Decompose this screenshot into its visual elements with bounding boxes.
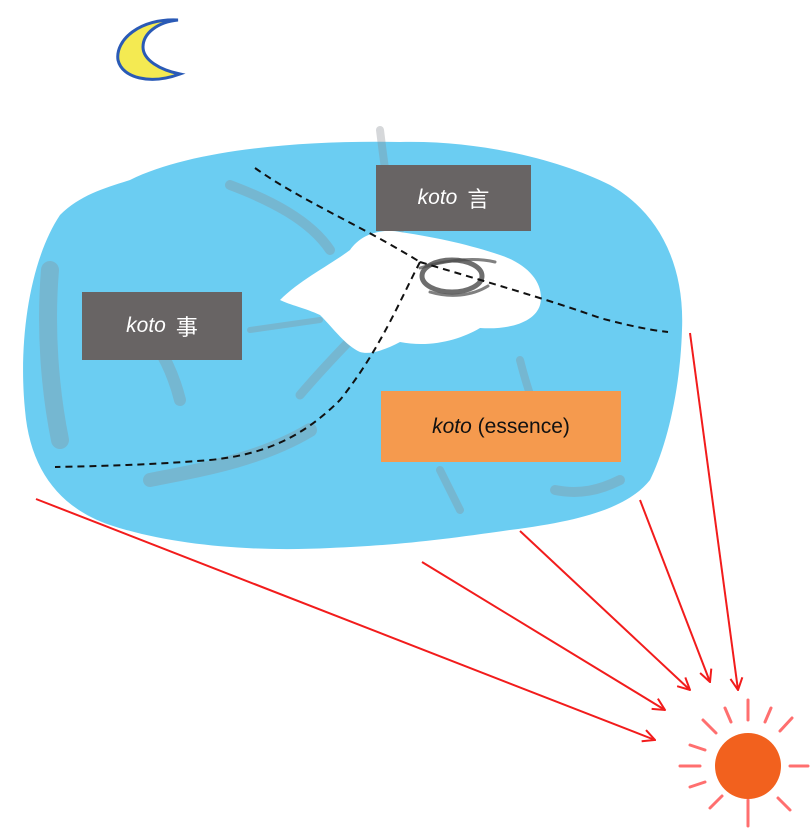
kanji-koto-words: 言 xyxy=(467,188,490,213)
kanji-koto-things: 事 xyxy=(175,316,198,341)
crescent-moon-icon xyxy=(116,18,186,81)
koto-words-box: koto 言 xyxy=(376,165,531,231)
koto-word-label: koto xyxy=(432,414,472,438)
dashed-line-top-left xyxy=(254,167,421,263)
arrow-far-left xyxy=(35,498,655,740)
koto-word-label: koto xyxy=(126,314,166,337)
dashed-line-right xyxy=(419,261,669,333)
arrow-mid-left xyxy=(421,561,665,710)
arrow-mid-right xyxy=(639,499,710,682)
koto-word-label: koto xyxy=(417,186,458,209)
koto-things-box: koto 事 xyxy=(82,292,242,360)
white-center-patch xyxy=(280,230,541,353)
central-knot xyxy=(418,257,497,297)
koto-essence-box: koto (essence) xyxy=(381,391,621,462)
arrow-mid xyxy=(519,530,690,690)
dashed-line-bottom xyxy=(54,261,421,468)
arrow-right xyxy=(689,332,738,690)
dashed-boundaries xyxy=(54,167,669,468)
sun-icon xyxy=(678,698,810,828)
essence-label: (essence) xyxy=(471,414,570,438)
light-arrows xyxy=(35,332,738,740)
